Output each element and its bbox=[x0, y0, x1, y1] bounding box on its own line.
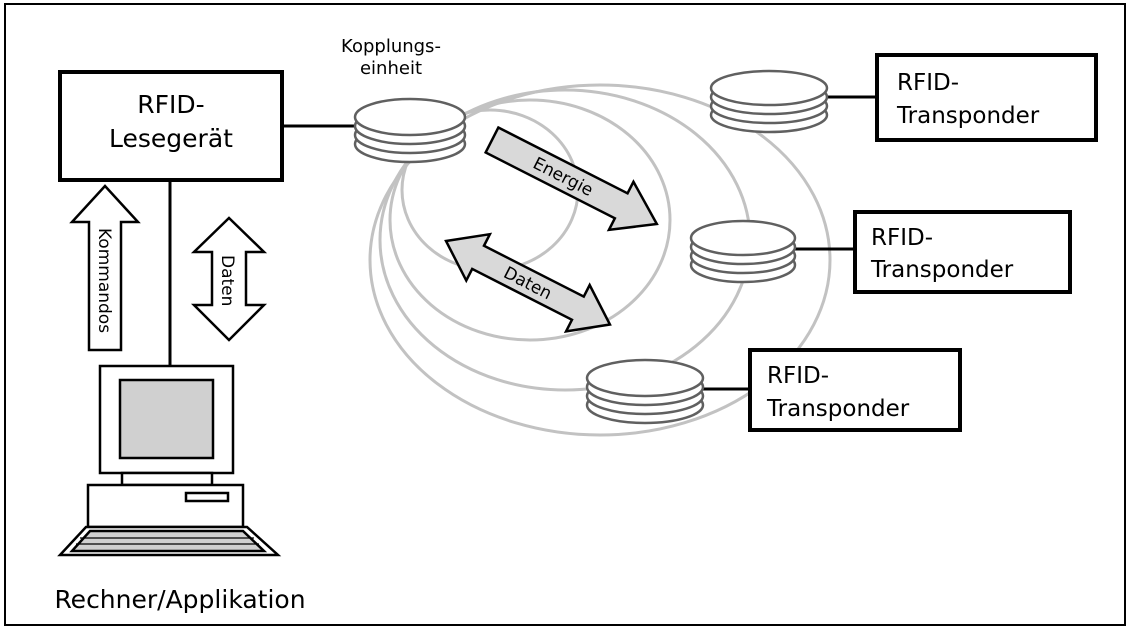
transponder-2-label-line2: Transponder bbox=[870, 257, 1014, 283]
transponder-3-label-line1: RFID- bbox=[767, 363, 829, 389]
transponder-2-box bbox=[853, 210, 1072, 294]
rfid-reader: RFID- Lesegerät bbox=[58, 70, 284, 182]
computer-icon bbox=[57, 364, 282, 557]
transponder-3-label-line2: Transponder bbox=[766, 396, 910, 422]
connection-lines bbox=[168, 95, 877, 391]
transponder-2-coil-icon bbox=[689, 219, 797, 284]
computer-label: Rechner/Applikation bbox=[54, 585, 305, 614]
transponder-3-coil-icon bbox=[585, 358, 705, 425]
transponder-1-coil-icon bbox=[709, 69, 829, 134]
transponder-1-label-line2: Transponder bbox=[896, 103, 1040, 129]
commands-arrow-label: Kommandos bbox=[94, 228, 114, 333]
coupling-unit-coil-icon bbox=[353, 97, 467, 164]
transponder-2-label-line1: RFID- bbox=[871, 225, 933, 251]
transponder-1-box bbox=[875, 53, 1098, 142]
rfid-reader-label-line2: Lesegerät bbox=[109, 124, 233, 153]
rfid-transponder-3: RFID- Transponder bbox=[748, 348, 962, 432]
rfid-reader-box bbox=[58, 70, 284, 182]
rfid-transponder-1: RFID- Transponder bbox=[875, 53, 1098, 142]
coupling-unit-label-line2: einheit bbox=[360, 58, 422, 79]
commands-arrow: Kommandos bbox=[69, 184, 141, 352]
rfid-reader-label-line1: RFID- bbox=[137, 90, 204, 119]
transponder-1-label-line1: RFID- bbox=[897, 70, 959, 96]
rfid-transponder-2: RFID- Transponder bbox=[853, 210, 1072, 294]
data-vertical-arrow-label: Daten bbox=[217, 255, 237, 306]
transponder-3-box bbox=[748, 348, 962, 432]
coupling-unit-label-line1: Kopplungs- bbox=[341, 36, 441, 57]
data-vertical-arrow: Daten bbox=[190, 216, 268, 342]
